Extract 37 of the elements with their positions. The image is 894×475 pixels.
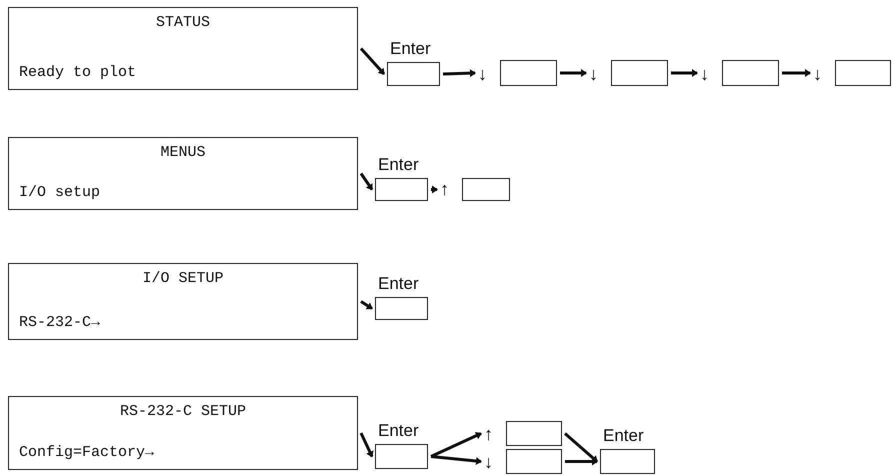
key-label: Enter — [378, 422, 419, 440]
key-symbol: ↓ — [589, 64, 598, 84]
display-screen — [8, 396, 358, 470]
screen-message: RS-232-C→ — [19, 314, 100, 331]
key-symbol: ↑ — [440, 179, 449, 199]
arrow — [360, 172, 374, 190]
arrow — [360, 432, 374, 458]
key-symbol: ↓ — [813, 64, 822, 84]
arrow — [565, 458, 598, 466]
arrow — [360, 48, 386, 75]
screen-heading: STATUS — [154, 14, 211, 31]
arrow — [560, 69, 587, 77]
screen-message: Ready to plot — [19, 64, 136, 81]
display-screen — [8, 263, 358, 340]
key-symbol: ↑ — [484, 424, 493, 444]
arrow — [430, 455, 482, 465]
display-screen — [8, 7, 358, 90]
key-label: Enter — [390, 40, 431, 58]
screen-heading: RS-232-C SETUP — [118, 403, 248, 420]
arrow — [360, 300, 373, 310]
arrow — [430, 432, 482, 458]
screen-message: I/O setup — [19, 184, 100, 201]
display-screen — [8, 137, 358, 210]
key-symbol: ↓ — [700, 64, 709, 84]
arrow — [431, 186, 438, 194]
screen-heading: MENUS — [159, 144, 206, 161]
arrow — [564, 432, 598, 463]
key-label: Enter — [378, 156, 419, 174]
screen-heading: I/O SETUP — [141, 270, 224, 287]
key-symbol: ↓ — [478, 64, 487, 84]
arrow — [671, 69, 698, 77]
key-label: Enter — [603, 427, 644, 445]
key-label: Enter — [378, 275, 419, 293]
key-symbol: ↓ — [484, 452, 493, 472]
arrow — [782, 69, 811, 77]
arrow — [442, 69, 476, 78]
screen-message: Config=Factory→ — [19, 444, 154, 461]
